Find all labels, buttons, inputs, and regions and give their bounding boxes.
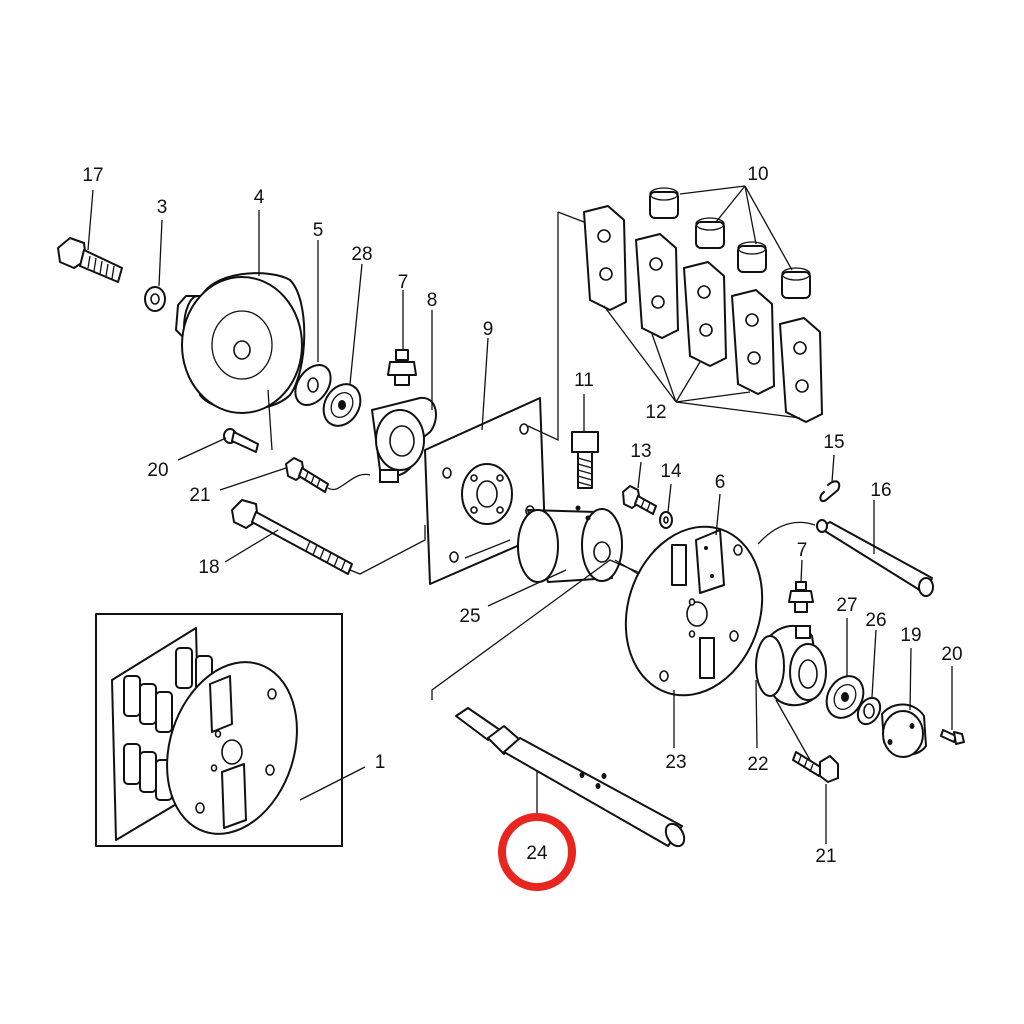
label-10: 10 [747, 164, 768, 185]
part-7-grease-nipple-top [387, 349, 417, 386]
label-28: 28 [351, 244, 372, 265]
part-19-end-cap [881, 703, 927, 758]
part-18-long-bolt [231, 499, 426, 575]
label-4: 4 [254, 187, 265, 208]
label-23: 23 [665, 752, 686, 773]
label-18: 18 [198, 557, 219, 578]
label-16: 16 [870, 480, 891, 501]
part-8-bearing-housing [371, 396, 437, 483]
leader-lines [87, 185, 953, 844]
part-7-grease-nipple-right [788, 581, 814, 613]
label-26: 26 [865, 610, 886, 631]
part-23-disc [624, 525, 764, 697]
part-21-bolt-left [285, 457, 371, 493]
part-6-plate [695, 529, 725, 594]
part-number-labels: 17 3 4 5 28 7 8 9 10 11 12 13 14 6 15 16… [82, 164, 962, 867]
part-17-bolt [57, 237, 123, 283]
part-24-shaft [455, 707, 686, 848]
label-27: 27 [836, 595, 857, 616]
label-14: 14 [660, 461, 682, 482]
part-22-bearing-housing [755, 625, 827, 707]
label-11: 11 [574, 370, 594, 391]
label-12: 12 [645, 402, 666, 423]
label-24: 24 [526, 843, 548, 864]
part-20-small-bolt [223, 428, 259, 453]
part-26-washer [856, 696, 882, 726]
highlight-circle-24 [498, 813, 576, 891]
assembly-lines [267, 211, 816, 700]
part-13-bolt [622, 485, 657, 515]
label-25: 25 [459, 606, 480, 627]
part-20-small-bolt-right [940, 729, 965, 745]
part-28-bearing [322, 383, 362, 427]
label-21-right: 21 [815, 846, 836, 867]
label-20-left: 20 [147, 460, 168, 481]
label-1: 1 [375, 752, 386, 773]
part-12-link-plates [583, 205, 823, 423]
label-21-left: 21 [189, 485, 210, 506]
part-14-washer [659, 511, 673, 529]
label-9: 9 [483, 319, 494, 340]
label-8: 8 [427, 290, 438, 311]
part-11-bolt [571, 431, 599, 489]
label-7-right: 7 [797, 540, 808, 561]
label-5: 5 [313, 220, 324, 241]
part-1-assembly-inset [95, 613, 343, 847]
part-3-washer [144, 286, 166, 312]
label-13: 13 [630, 441, 651, 462]
label-20-right: 20 [941, 644, 962, 665]
label-19: 19 [900, 625, 921, 646]
label-7-top: 7 [398, 272, 409, 293]
part-15-clip [819, 480, 841, 502]
label-22: 22 [747, 754, 768, 775]
label-15: 15 [823, 432, 844, 453]
part-27-bearing [825, 675, 865, 719]
part-25-bushing [517, 505, 639, 583]
part-9-mounting-plate [424, 397, 546, 585]
part-5-washer [294, 364, 332, 406]
part-16-pin [816, 519, 934, 597]
label-17: 17 [82, 165, 103, 186]
label-6: 6 [715, 472, 726, 493]
label-3: 3 [157, 197, 168, 218]
part-21-bolt-right [792, 751, 839, 783]
part-10-rollers [649, 187, 811, 299]
part-4-pulley [175, 272, 306, 414]
